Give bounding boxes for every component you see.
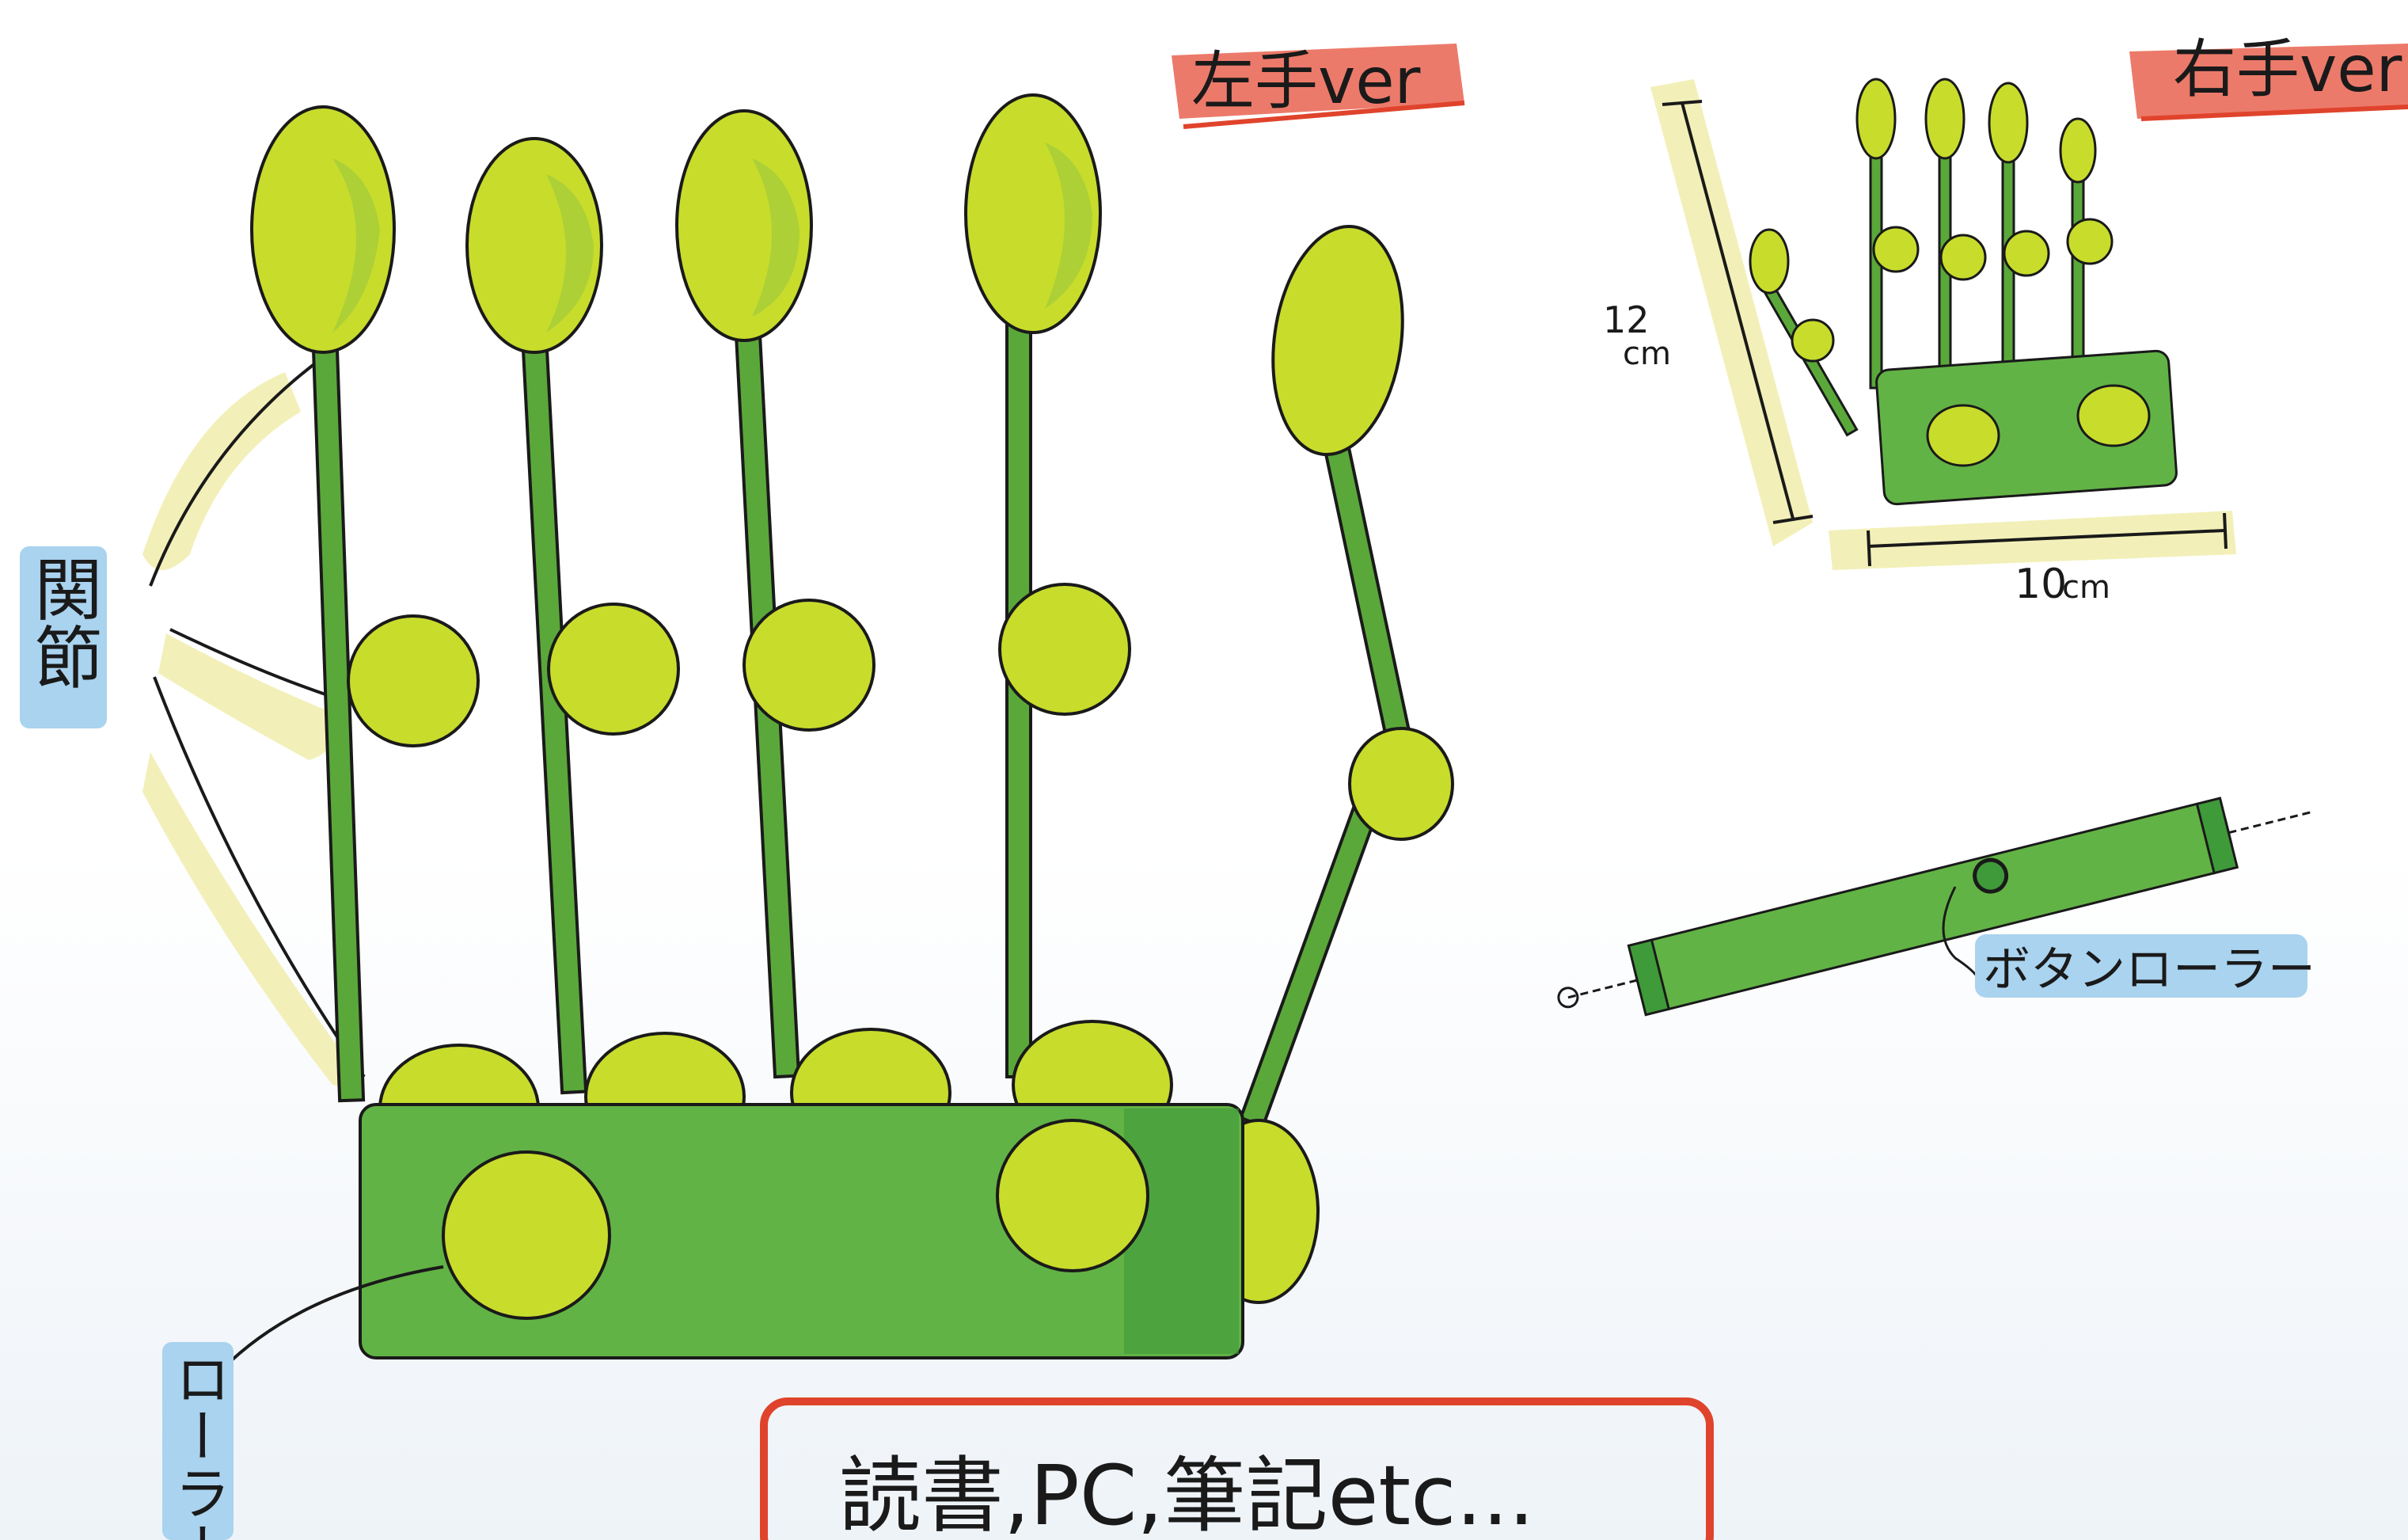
main-hand-drawing — [142, 93, 1454, 1371]
width-unit: cm — [2062, 569, 2110, 606]
height-dimension-highlight — [1650, 79, 1813, 546]
use-cases-box — [760, 1397, 1714, 1540]
roller-buttons — [442, 1119, 1149, 1320]
roller-label: ローラー — [165, 1350, 231, 1540]
right-hand-label-highlight — [2129, 44, 2408, 119]
roller-pointer-line — [220, 1265, 444, 1371]
joint-label-highlight — [20, 546, 107, 728]
height-value: 12 — [1603, 298, 1650, 341]
middle-joints — [347, 583, 1454, 841]
fingertip-shading — [332, 143, 1092, 333]
finger-sticks — [311, 314, 1416, 1128]
roller-label-highlight — [162, 1342, 234, 1540]
joint-pointer-lines — [149, 355, 366, 1078]
button-roller-label-highlight — [1975, 934, 2307, 998]
width-dimension-line — [1867, 512, 2228, 567]
roller-chain-right — [2228, 810, 2314, 835]
left-hand-version-label: 左手ver — [1191, 44, 1421, 118]
height-dimension-line — [1662, 100, 1814, 524]
joint-label: 関節 — [22, 554, 101, 690]
height-unit: cm — [1623, 336, 1671, 372]
left-hand-label-highlight — [1172, 44, 1464, 119]
button-roller-label: ボタンローラー — [1983, 942, 2315, 998]
roller-button — [1973, 857, 2009, 894]
fingertips — [250, 93, 1404, 457]
use-cases-text: 読書,PC,筆記etc... — [839, 1447, 1535, 1540]
button-roller-drawing — [1557, 797, 2314, 1017]
right-hand-version-label: 右手ver — [2173, 32, 2402, 106]
width-value: 10 — [2015, 561, 2067, 608]
right-hand-drawing — [1749, 78, 2178, 506]
roller-bar-shade — [1124, 1108, 1239, 1354]
